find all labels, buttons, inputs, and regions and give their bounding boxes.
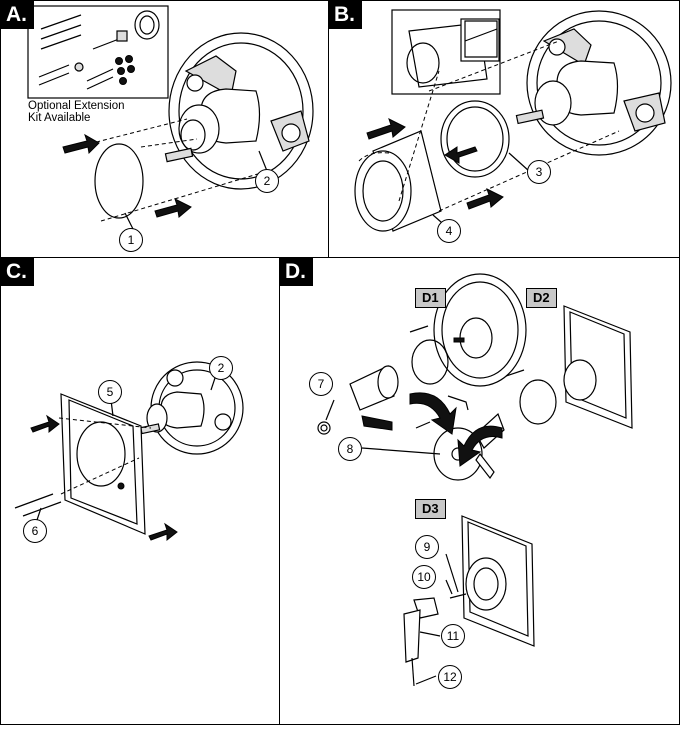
panel-a: A. [0, 0, 329, 258]
allen-wrench [447, 395, 469, 411]
panel-c-illustration [14, 361, 244, 542]
arrow-left-b [366, 118, 406, 140]
panel-a-illustration [27, 5, 314, 230]
callout-10: 10 [412, 565, 436, 589]
arrow-right-b [466, 188, 504, 210]
arrow-left-c [30, 414, 60, 434]
sleeve-part-4 [354, 130, 442, 232]
valve-body-a [164, 32, 314, 190]
valve-body-c [140, 361, 244, 455]
note-line-2: Kit Available [28, 112, 91, 124]
square-trim-plate-d2 [563, 305, 633, 429]
callout-11: 11 [441, 624, 465, 648]
arrow-right-c [148, 522, 178, 542]
arrow-left [62, 133, 100, 155]
curved-arrow-right [457, 425, 503, 467]
trim-plate-part-5 [60, 393, 146, 535]
callout-7: 7 [309, 372, 333, 396]
detail-inset-content [406, 18, 500, 88]
panel-c-tag: C. [1, 258, 34, 286]
arrow-bottom [154, 198, 192, 218]
callout-3: 3 [527, 160, 551, 184]
extension-kit-parts [38, 10, 160, 90]
callout-2-c: 2 [209, 356, 233, 380]
callout-5: 5 [98, 380, 122, 404]
callout-9: 9 [415, 535, 439, 559]
clip-part-3 [440, 100, 510, 178]
sleeve-d2 [519, 379, 557, 425]
panel-b-tag: B. [329, 1, 362, 29]
callout-8: 8 [338, 437, 362, 461]
callout-12: 12 [438, 665, 462, 689]
round-trim-plate-d1 [433, 273, 527, 387]
extension-kit-note: Optional Extension Kit Available [28, 100, 125, 124]
sub-label-d2: D2 [526, 288, 557, 308]
valve-body-b [515, 10, 672, 156]
callout-4: 4 [437, 219, 461, 243]
extension-kit-box [27, 5, 169, 99]
note-line-1: Optional Extension [28, 100, 125, 112]
panel-c: C. 5 2 6 [0, 257, 280, 725]
panel-d-tag: D. [280, 258, 313, 286]
callout-2: 2 [255, 169, 279, 193]
panel-b-illustration [354, 9, 672, 232]
panel-d-illustration [317, 273, 633, 687]
sleeve-d1 [411, 339, 449, 385]
handle-assembly-d [349, 365, 505, 481]
sub-label-d1: D1 [415, 288, 446, 308]
curved-arrow-left [409, 392, 457, 435]
detail-inset [391, 9, 501, 95]
sub-label-d3: D3 [415, 499, 446, 519]
arrow-small-b [444, 146, 478, 164]
callout-1: 1 [119, 228, 143, 252]
panel-b: B. [328, 0, 680, 258]
callout-6: 6 [23, 519, 47, 543]
square-trim-plate-d3 [461, 515, 535, 647]
screw-part-7 [317, 421, 331, 435]
panel-d: D. [279, 257, 680, 725]
lever-handle-d3 [403, 593, 467, 687]
o-ring-part-1 [94, 143, 144, 219]
